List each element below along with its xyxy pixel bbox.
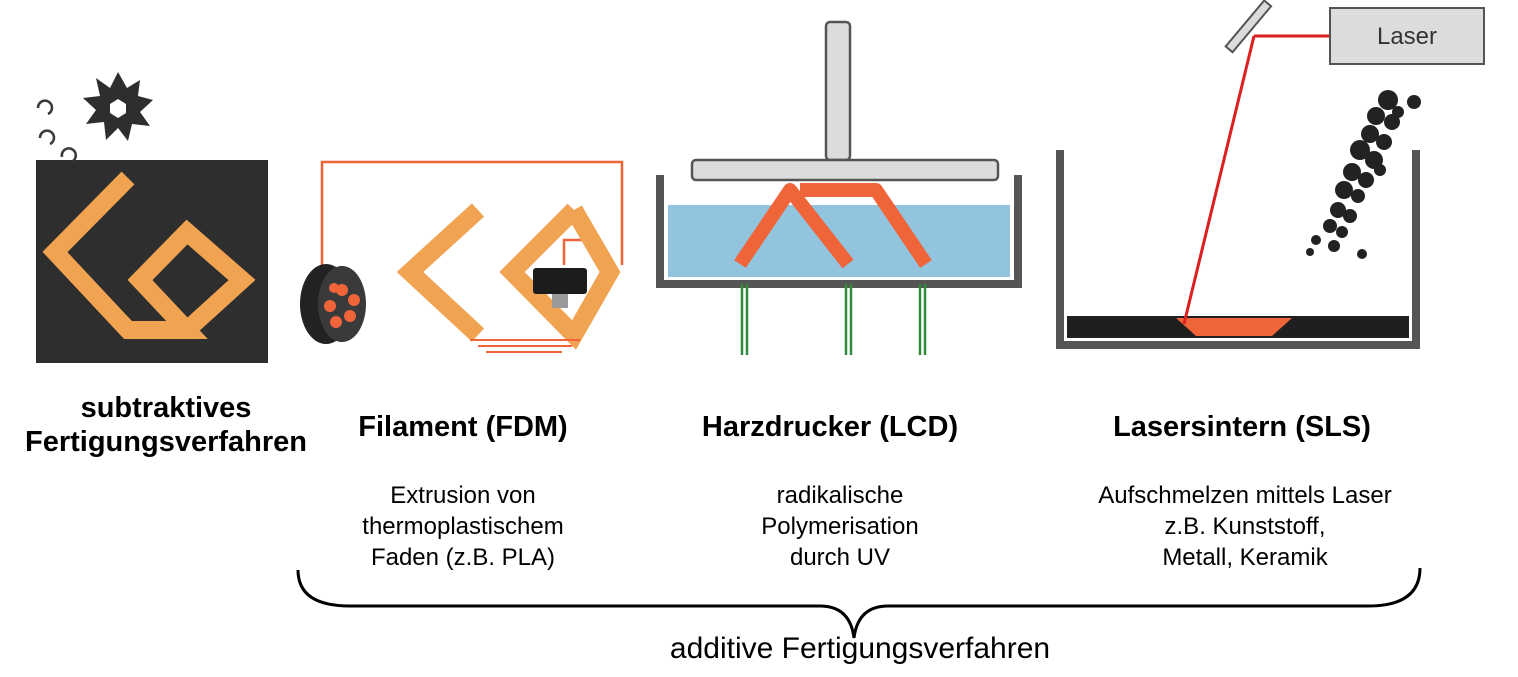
lcd-description: radikalische Polymerisation durch UV: [690, 480, 990, 573]
print-nozzle-icon: [533, 268, 587, 308]
sls-desc-line: Aufschmelzen mittels Laser: [1098, 482, 1392, 509]
resin-bath: [668, 205, 1010, 277]
printed-part: [396, 203, 621, 350]
sintered-part: [1176, 318, 1292, 336]
lcd-title: Harzdrucker (LCD): [701, 411, 959, 443]
sls-title: Lasersintern (SLS): [1113, 411, 1371, 443]
lcd-desc-line: durch UV: [789, 544, 891, 571]
resin-vat: [656, 175, 1022, 288]
subtractive-title-line2: Fertigungsverfahren: [25, 426, 307, 458]
additive-group-brace: [296, 567, 1422, 639]
fdm-description: Extrusion von thermoplastischem Faden (z…: [318, 480, 608, 573]
sls-illustration: Laser: [1056, 0, 1485, 349]
laser-beam: [1182, 34, 1330, 325]
additive-group-label: additive Fertigungsverfahren: [669, 632, 1051, 665]
sls-desc-line: Metall, Keramik: [1162, 544, 1328, 571]
cured-part: [734, 183, 932, 269]
laser-source-box: [1329, 7, 1485, 65]
z-axis-column: [824, 20, 852, 162]
lcd-desc-line: Polymerisation: [761, 513, 919, 540]
laser-label: Laser: [1377, 23, 1437, 50]
fdm-title: Filament (FDM): [358, 411, 568, 443]
printed-layers: [470, 339, 580, 353]
machined-groove: [42, 171, 256, 339]
sls-description: Aufschmelzen mittels Laser z.B. Kunststo…: [1060, 480, 1430, 573]
uv-light-icon: [740, 284, 927, 355]
powder-container: [1056, 150, 1420, 349]
milling-cutter-icon: [83, 72, 153, 141]
filament-spool-icon: [300, 264, 366, 344]
build-plate: [690, 158, 1000, 182]
lcd-illustration: [656, 20, 1022, 355]
sls-desc-line: z.B. Kunststoff,: [1164, 513, 1326, 540]
subtractive-title-line1: subtraktives: [80, 392, 252, 424]
powder-particles-icon: [1306, 90, 1421, 259]
fdm-illustration: [300, 160, 624, 353]
lcd-desc-line: radikalische: [776, 482, 904, 509]
fdm-desc-line: Faden (z.B. PLA): [370, 544, 556, 571]
subtractive-illustration: [36, 72, 268, 363]
mirror-icon: [1224, 0, 1273, 54]
fdm-desc-line: Extrusion von: [390, 482, 536, 509]
fdm-desc-line: thermoplastischem: [362, 513, 564, 540]
chips-icon: [36, 99, 78, 163]
subtractive-title: subtraktives Fertigungsverfahren: [0, 391, 332, 459]
